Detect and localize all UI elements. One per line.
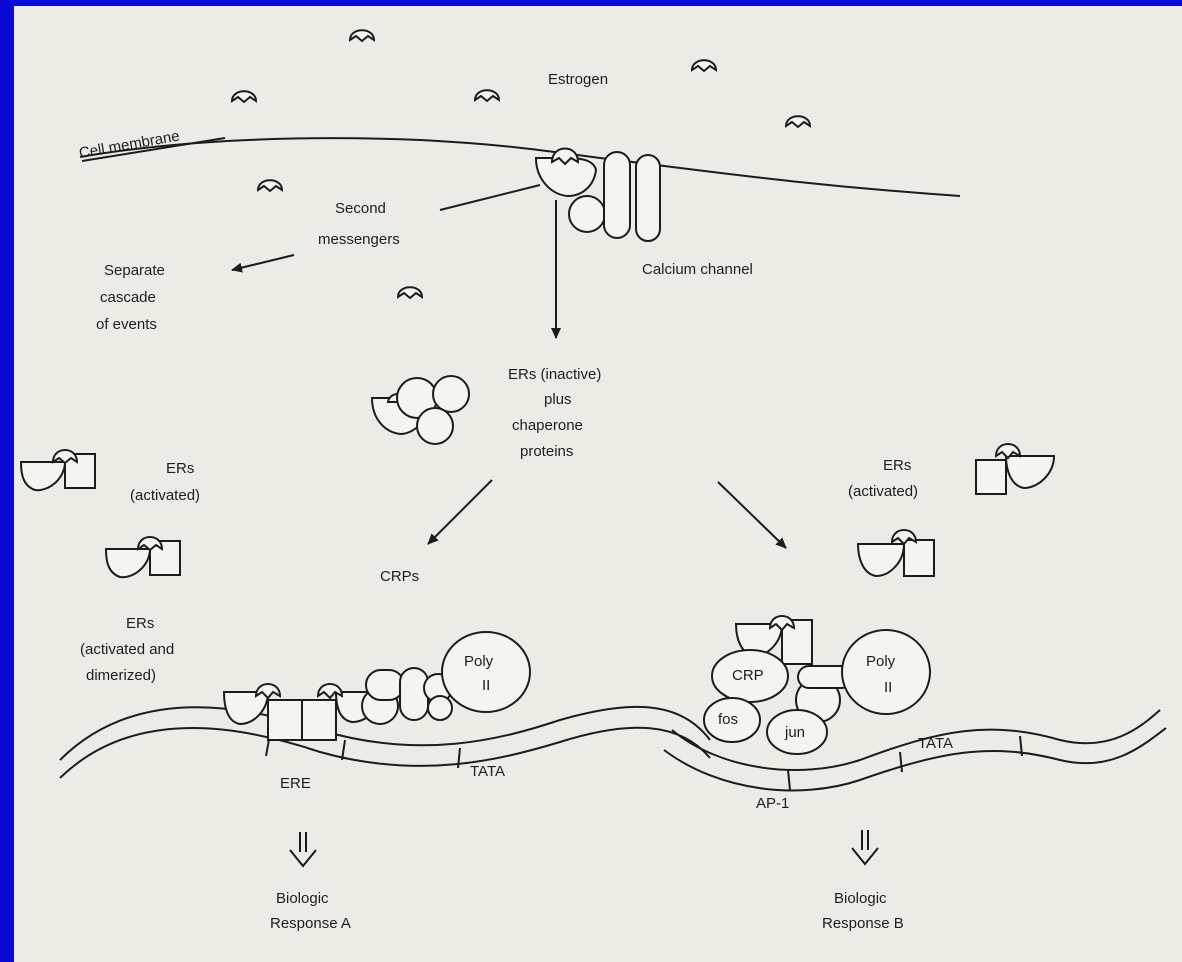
- ers-activated-left-label-2: (activated): [130, 487, 200, 504]
- response-b-label-2: Response B: [822, 915, 904, 932]
- estrogen-molecule: [475, 90, 499, 101]
- ere-label: ERE: [280, 775, 311, 792]
- second-messengers-label-1: Second: [335, 200, 386, 217]
- cell-membrane: [80, 138, 960, 196]
- cell-membrane-label: Cell membrane: [78, 128, 181, 162]
- estrogen-molecule: [398, 287, 422, 298]
- ers-dimerized-label-1: ERs: [126, 615, 154, 632]
- poly-left-label-1: Poly: [464, 653, 494, 670]
- separate-cascade-label-1: Separate: [104, 262, 165, 279]
- ers-inactive-label-2: plus: [544, 391, 572, 408]
- poly-ii-right: [842, 630, 930, 714]
- ers-activated-right-label-1: ERs: [883, 457, 911, 474]
- crps-label: CRPs: [380, 568, 419, 585]
- estrogen-molecule: [232, 91, 256, 102]
- tata-right-label: TATA: [918, 735, 953, 752]
- response-a-label-1: Biologic: [276, 890, 329, 907]
- jun-label: jun: [784, 724, 805, 741]
- tata-left-label: TATA: [470, 763, 505, 780]
- er-activated-left-2: [106, 537, 180, 577]
- ers-dimerized-label-2: (activated and: [80, 641, 174, 658]
- ers-inactive-label-1: ERs (inactive): [508, 366, 601, 383]
- poly-right-label-1: Poly: [866, 653, 896, 670]
- arrow-to-right-pathway: [718, 482, 786, 548]
- membrane-receptor: [536, 149, 605, 233]
- poly-right-label-2: II: [884, 679, 892, 696]
- er-dimer-on-ere: [224, 668, 452, 740]
- poly-ii-left: [442, 632, 530, 712]
- response-a-arrow: [290, 832, 316, 866]
- arrow-to-separate-cascade: [232, 255, 294, 270]
- ers-activated-right-label-2: (activated): [848, 483, 918, 500]
- ap1-complex: [704, 616, 852, 754]
- estrogen-molecule: [692, 60, 716, 71]
- fos-label: fos: [718, 711, 738, 728]
- separate-cascade-label-2: cascade: [100, 289, 156, 306]
- calcium-channel: [604, 152, 660, 241]
- er-activated-left-1: [21, 450, 95, 490]
- er-activated-right-2: [858, 530, 934, 576]
- second-messengers-label-2: messengers: [318, 231, 400, 248]
- estrogen-molecule: [786, 116, 810, 127]
- second-messengers-pointer: [440, 185, 540, 210]
- ers-dimerized-label-3: dimerized): [86, 667, 156, 684]
- ers-activated-left-label-1: ERs: [166, 460, 194, 477]
- calcium-channel-label: Calcium channel: [642, 261, 753, 278]
- separate-cascade-label-3: of events: [96, 316, 157, 333]
- ap1-label: AP-1: [756, 795, 789, 812]
- response-b-arrow: [852, 830, 878, 864]
- ers-inactive-label-4: proteins: [520, 443, 573, 460]
- poly-left-label-2: II: [482, 677, 490, 694]
- response-b-label-1: Biologic: [834, 890, 887, 907]
- arrow-to-crps: [428, 480, 492, 544]
- estrogen-molecules: [232, 30, 810, 298]
- inactive-er-complex: [372, 376, 469, 444]
- estrogen-molecule: [350, 30, 374, 41]
- ers-inactive-label-3: chaperone: [512, 417, 583, 434]
- response-a-label-2: Response A: [270, 915, 351, 932]
- crp-label: CRP: [732, 667, 764, 684]
- estrogen-label: Estrogen: [548, 71, 608, 88]
- er-activated-right-1: [976, 444, 1054, 494]
- estrogen-molecule: [258, 180, 282, 191]
